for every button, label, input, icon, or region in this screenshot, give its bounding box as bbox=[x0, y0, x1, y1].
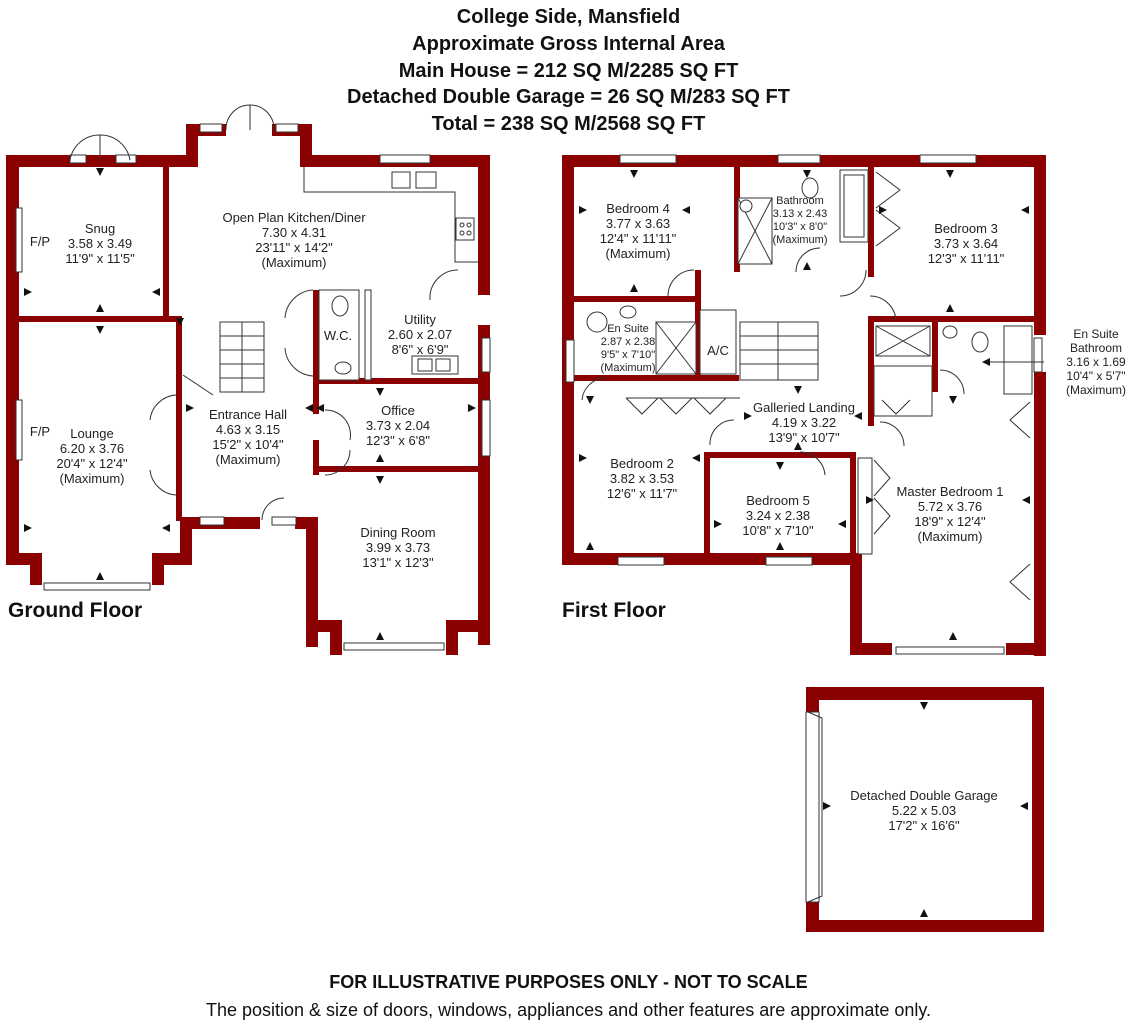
svg-text:(Maximum): (Maximum) bbox=[606, 246, 671, 261]
svg-text:3.16 x 1.69: 3.16 x 1.69 bbox=[1066, 355, 1126, 369]
svg-text:3.77 x 3.63: 3.77 x 3.63 bbox=[606, 216, 670, 231]
svg-text:18'9" x 12'4": 18'9" x 12'4" bbox=[914, 514, 986, 529]
room-label-bedroom-2: Bedroom 2 3.82 x 3.53 12'6" x 11'7" bbox=[607, 456, 678, 501]
svg-text:3.73 x 3.64: 3.73 x 3.64 bbox=[934, 236, 998, 251]
svg-text:Office: Office bbox=[381, 403, 415, 418]
main-house-area: Main House = 212 SQ M/2285 SQ FT bbox=[398, 60, 739, 82]
svg-text:En Suite: En Suite bbox=[1073, 327, 1119, 341]
svg-text:(Maximum): (Maximum) bbox=[773, 234, 828, 246]
svg-text:(Maximum): (Maximum) bbox=[601, 362, 656, 374]
disclaimer-text: The position & size of doors, windows, a… bbox=[205, 1000, 932, 1020]
svg-text:9'5" x 7'10": 9'5" x 7'10" bbox=[601, 349, 655, 361]
room-label-en-suite: En Suite 2.87 x 2.38 9'5" x 7'10" (Maxim… bbox=[601, 323, 656, 374]
plan-title: College Side, Mansfield bbox=[456, 6, 681, 28]
ground-floor-label: Ground Floor bbox=[8, 599, 143, 622]
svg-text:13'1" x 12'3": 13'1" x 12'3" bbox=[362, 555, 434, 570]
svg-text:2.60 x 2.07: 2.60 x 2.07 bbox=[388, 327, 452, 342]
svg-text:Bedroom 5: Bedroom 5 bbox=[746, 493, 810, 508]
room-label-bathroom: Bathroom 3.13 x 2.43 10'3" x 8'0" (Maxim… bbox=[773, 195, 828, 246]
svg-text:20'4" x 12'4": 20'4" x 12'4" bbox=[56, 456, 128, 471]
ground-floor-windows bbox=[15, 123, 491, 651]
svg-text:(Maximum): (Maximum) bbox=[262, 255, 327, 270]
svg-text:5.22 x 5.03: 5.22 x 5.03 bbox=[892, 803, 956, 818]
svg-text:En Suite: En Suite bbox=[607, 323, 649, 335]
svg-text:Master Bedroom 1: Master Bedroom 1 bbox=[897, 484, 1004, 499]
room-label-garage: Detached Double Garage 5.22 x 5.03 17'2"… bbox=[850, 788, 997, 833]
total-area: Total = 238 SQ M/2568 SQ FT bbox=[431, 113, 706, 135]
svg-text:Open Plan Kitchen/Diner: Open Plan Kitchen/Diner bbox=[222, 210, 366, 225]
room-label-bedroom-5: Bedroom 5 3.24 x 2.38 10'8" x 7'10" bbox=[742, 493, 814, 538]
first-floor-fixtures bbox=[579, 169, 1044, 640]
svg-text:3.24 x 2.38: 3.24 x 2.38 bbox=[746, 508, 810, 523]
svg-text:(Maximum): (Maximum) bbox=[216, 452, 281, 467]
svg-text:3.13 x 2.43: 3.13 x 2.43 bbox=[773, 208, 827, 220]
svg-text:Bathroom: Bathroom bbox=[1070, 341, 1122, 355]
room-label-entrance-hall: Entrance Hall 4.63 x 3.15 15'2" x 10'4" … bbox=[209, 407, 287, 467]
room-label-en-suite-bathroom: En Suite Bathroom 3.16 x 1.69 10'4" x 5'… bbox=[1066, 327, 1126, 397]
svg-text:7.30 x 4.31: 7.30 x 4.31 bbox=[262, 225, 326, 240]
room-label-bedroom-3: Bedroom 3 3.73 x 3.64 12'3" x 11'11" bbox=[928, 221, 1005, 266]
svg-text:12'6" x 11'7": 12'6" x 11'7" bbox=[607, 486, 678, 501]
room-label-bedroom-4: Bedroom 4 3.77 x 3.63 12'4" x 11'11" (Ma… bbox=[600, 201, 677, 261]
ground-floor-fixtures bbox=[24, 104, 478, 640]
garage-walls bbox=[805, 687, 1044, 932]
svg-text:Detached Double Garage: Detached Double Garage bbox=[850, 788, 997, 803]
room-label-dining-room: Dining Room 3.99 x 3.73 13'1" x 12'3" bbox=[360, 525, 435, 570]
ground-floor-walls bbox=[6, 124, 490, 655]
svg-text:(Maximum): (Maximum) bbox=[918, 529, 983, 544]
svg-text:Bedroom 4: Bedroom 4 bbox=[606, 201, 670, 216]
svg-text:12'4" x 11'11": 12'4" x 11'11" bbox=[600, 231, 677, 246]
first-floor-label: First Floor bbox=[562, 599, 666, 622]
svg-text:Dining Room: Dining Room bbox=[360, 525, 435, 540]
svg-text:Bathroom: Bathroom bbox=[776, 195, 824, 207]
svg-text:10'8" x 7'10": 10'8" x 7'10" bbox=[742, 523, 814, 538]
svg-text:4.19 x 3.22: 4.19 x 3.22 bbox=[772, 415, 836, 430]
svg-text:2.87 x 2.38: 2.87 x 2.38 bbox=[601, 336, 655, 348]
svg-text:(Maximum): (Maximum) bbox=[1066, 383, 1126, 397]
svg-text:17'2" x 16'6": 17'2" x 16'6" bbox=[888, 818, 960, 833]
svg-text:10'4" x 5'7": 10'4" x 5'7" bbox=[1066, 369, 1125, 383]
fireplace-label-lounge: F/P bbox=[30, 424, 50, 439]
svg-text:Bedroom 3: Bedroom 3 bbox=[934, 221, 998, 236]
room-label-ac: A/C bbox=[707, 343, 729, 358]
fireplace-label-snug: F/P bbox=[30, 234, 50, 249]
svg-text:Entrance Hall: Entrance Hall bbox=[209, 407, 287, 422]
svg-text:6.20 x 3.76: 6.20 x 3.76 bbox=[60, 441, 124, 456]
disclaimer-heading: FOR ILLUSTRATIVE PURPOSES ONLY - NOT TO … bbox=[329, 972, 808, 992]
room-label-lounge: Lounge 6.20 x 3.76 20'4" x 12'4" (Maximu… bbox=[56, 426, 128, 486]
room-label-master-bedroom: Master Bedroom 1 5.72 x 3.76 18'9" x 12'… bbox=[897, 484, 1004, 544]
svg-text:12'3" x 6'8": 12'3" x 6'8" bbox=[366, 433, 430, 448]
svg-text:12'3" x 11'11": 12'3" x 11'11" bbox=[928, 251, 1005, 266]
svg-text:3.99 x 3.73: 3.99 x 3.73 bbox=[366, 540, 430, 555]
first-floor-windows bbox=[565, 154, 1043, 655]
svg-text:3.82 x 3.53: 3.82 x 3.53 bbox=[610, 471, 674, 486]
svg-text:Snug: Snug bbox=[85, 221, 115, 236]
svg-text:8'6" x 6'9": 8'6" x 6'9" bbox=[392, 342, 449, 357]
garage-area: Detached Double Garage = 26 SQ M/283 SQ … bbox=[347, 86, 790, 108]
svg-text:3.58 x 3.49: 3.58 x 3.49 bbox=[68, 236, 132, 251]
svg-text:15'2" x 10'4": 15'2" x 10'4" bbox=[212, 437, 284, 452]
svg-text:11'9" x 11'5": 11'9" x 11'5" bbox=[65, 251, 135, 266]
area-heading: Approximate Gross Internal Area bbox=[412, 33, 725, 55]
svg-text:Bedroom 2: Bedroom 2 bbox=[610, 456, 674, 471]
room-label-snug: Snug 3.58 x 3.49 11'9" x 11'5" bbox=[65, 221, 135, 266]
svg-text:Lounge: Lounge bbox=[70, 426, 113, 441]
room-label-galleried-landing: Galleried Landing 4.19 x 3.22 13'9" x 10… bbox=[753, 400, 855, 445]
svg-text:4.63 x 3.15: 4.63 x 3.15 bbox=[216, 422, 280, 437]
svg-text:Utility: Utility bbox=[404, 312, 436, 327]
room-label-kitchen: Open Plan Kitchen/Diner 7.30 x 4.31 23'1… bbox=[222, 210, 366, 270]
svg-text:10'3" x 8'0": 10'3" x 8'0" bbox=[773, 221, 827, 233]
svg-text:5.72 x 3.76: 5.72 x 3.76 bbox=[918, 499, 982, 514]
svg-text:23'11" x 14'2": 23'11" x 14'2" bbox=[255, 240, 333, 255]
svg-text:13'9" x 10'7": 13'9" x 10'7" bbox=[768, 430, 840, 445]
room-label-wc: W.C. bbox=[324, 328, 352, 343]
room-label-office: Office 3.73 x 2.04 12'3" x 6'8" bbox=[366, 403, 431, 448]
svg-text:(Maximum): (Maximum) bbox=[60, 471, 125, 486]
svg-text:Galleried Landing: Galleried Landing bbox=[753, 400, 855, 415]
svg-text:3.73 x 2.04: 3.73 x 2.04 bbox=[366, 418, 430, 433]
room-label-utility: Utility 2.60 x 2.07 8'6" x 6'9" bbox=[388, 312, 452, 357]
